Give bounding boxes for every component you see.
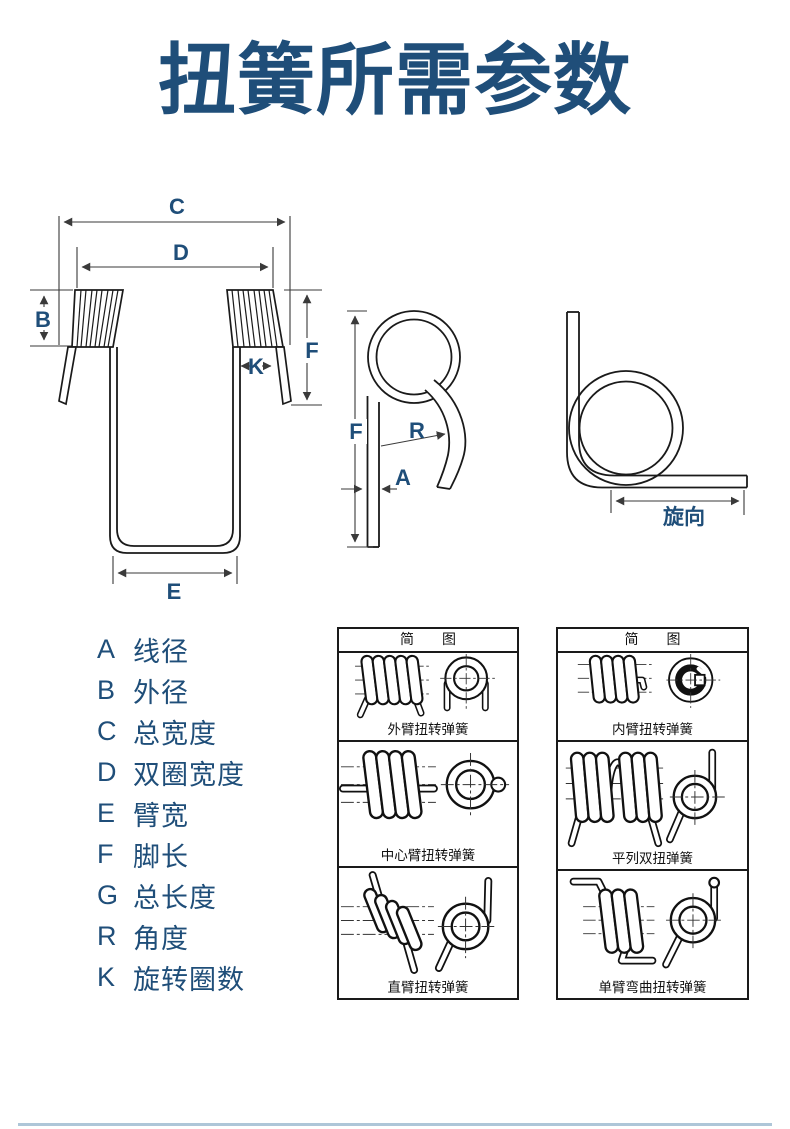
legend-label: 线径 — [133, 637, 189, 667]
legend-key: D — [97, 757, 117, 787]
legend-label: 总宽度 — [133, 719, 217, 749]
legend-key: E — [97, 798, 116, 828]
straight-arm-spring-sketch — [340, 871, 498, 974]
single-bent-arm-spring-sketch — [569, 876, 724, 969]
legend-label: 外径 — [133, 678, 189, 708]
legend-item-E: E 臂宽 — [97, 793, 245, 834]
dim-label-D: D — [173, 240, 189, 265]
spring-type-caption: 平列双扭弹簧 — [612, 851, 693, 867]
bottom-divider — [18, 1123, 772, 1126]
spring-type-caption: 内臂扭转弹簧 — [612, 722, 693, 738]
legend-label: 脚长 — [133, 842, 189, 872]
legend-label: 旋转圈数 — [133, 965, 245, 995]
spring-type-caption: 外臂扭转弹簧 — [387, 722, 469, 738]
legend-key: F — [97, 839, 114, 869]
dim-label-B: B — [35, 307, 51, 332]
parallel-double-torsion-spring-sketch — [565, 748, 726, 848]
page-title: 扭簧所需参数 — [157, 36, 632, 124]
legend-item-B: B 外径 — [97, 670, 245, 711]
legend-item-K: K 旋转圈数 — [97, 957, 245, 998]
spring-type-table-left: 简 图 外臂扭转弹簧 — [337, 627, 519, 1000]
legend-item-F: F 脚长 — [97, 834, 245, 875]
table-row: 外臂扭转弹簧 — [339, 653, 517, 742]
dim-label-F-main: F — [305, 338, 318, 363]
parameter-legend: A 线径 B 外径 C 总宽度 D 双圈宽度 E 臂宽 F 脚长 G 总长度 R — [97, 629, 245, 998]
legend-key: G — [97, 880, 119, 910]
table-row: 平列双扭弹簧 — [558, 742, 747, 871]
center-arm-spring-sketch — [339, 750, 510, 820]
legend-item-D: D 双圈宽度 — [97, 752, 245, 793]
legend-item-A: A 线径 — [97, 629, 245, 670]
table-row: 单臂弯曲扭转弹簧 — [558, 871, 747, 998]
legend-item-C: C 总宽度 — [97, 711, 245, 752]
inner-arm-spring-sketch — [577, 654, 721, 708]
table-row: 内臂扭转弹簧 — [558, 653, 747, 742]
dim-label-A: A — [395, 465, 411, 490]
table-row: 直臂扭转弹簧 — [339, 868, 517, 998]
legend-key: R — [97, 921, 117, 951]
legend-label: 双圈宽度 — [133, 760, 245, 790]
legend-item-R: R 角度 — [97, 916, 245, 957]
spring-dimension-diagram: C D B — [30, 194, 748, 604]
legend-label: 臂宽 — [133, 801, 189, 831]
spring-type-table-right: 简 图 内臂扭转弹簧 — [556, 627, 749, 1000]
legend-key: B — [97, 675, 116, 705]
legend-key: K — [97, 962, 116, 992]
dim-label-C: C — [169, 194, 185, 219]
dim-label-F-side: F — [349, 419, 362, 444]
legend-label: 总长度 — [133, 883, 217, 913]
rotation-direction-label: 旋向 — [662, 505, 705, 529]
outer-arm-spring-sketch — [355, 654, 496, 719]
legend-label: 角度 — [133, 924, 189, 954]
dim-label-K: K — [248, 354, 264, 379]
table-header: 简 图 — [558, 629, 747, 653]
spring-type-caption: 直臂扭转弹簧 — [387, 980, 469, 996]
table-header: 简 图 — [339, 629, 517, 653]
table-row: 中心臂扭转弹簧 — [339, 742, 517, 868]
legend-key: A — [97, 634, 116, 664]
dim-label-R: R — [409, 418, 425, 443]
spring-type-caption: 中心臂扭转弹簧 — [380, 848, 476, 864]
legend-key: C — [97, 716, 117, 746]
dim-label-E: E — [167, 579, 182, 604]
spring-type-caption: 单臂弯曲扭转弹簧 — [598, 980, 707, 996]
legend-item-G: G 总长度 — [97, 875, 245, 916]
